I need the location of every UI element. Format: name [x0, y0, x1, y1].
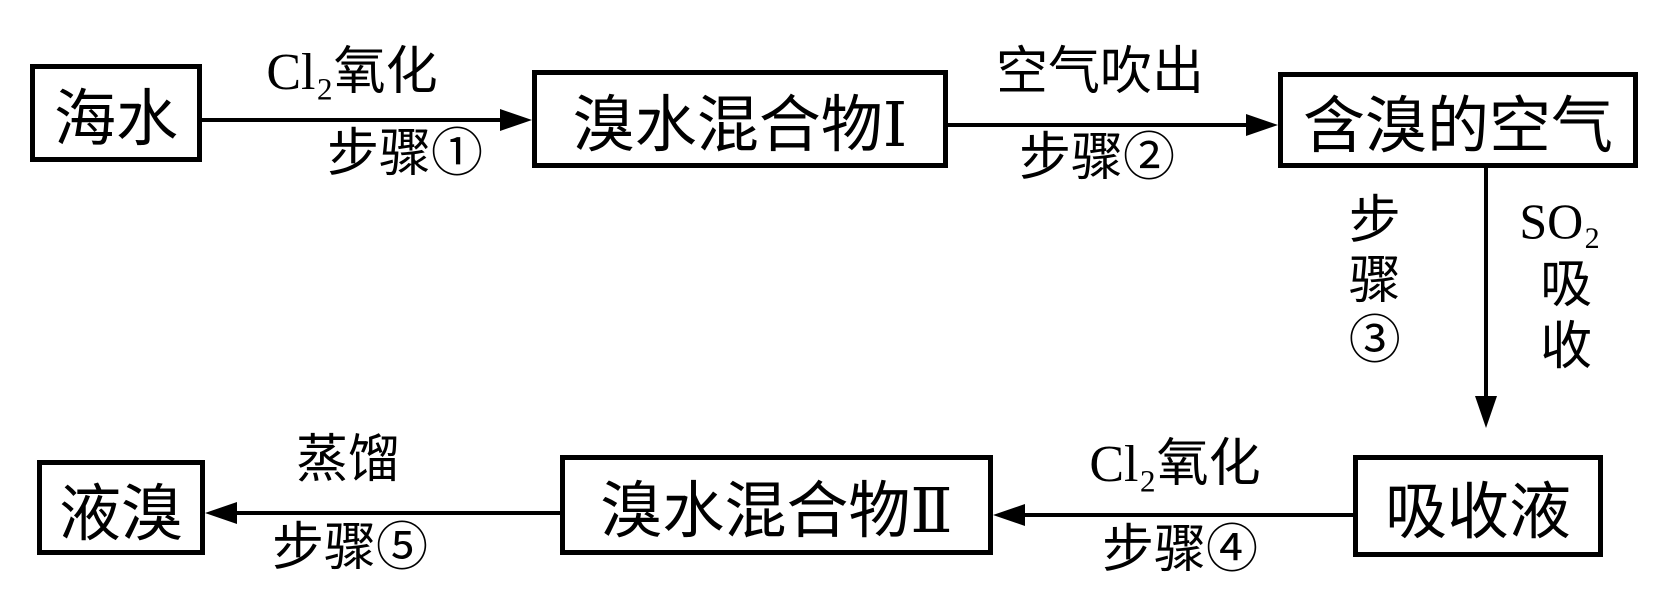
- step5-step-label: 步骤⑤: [271, 520, 428, 577]
- step3-arrow-line: [1484, 168, 1488, 398]
- step4-step-label: 步骤④: [1101, 522, 1258, 579]
- node-absorption-liquid: 吸收液: [1353, 455, 1603, 557]
- step1-step-label: 步骤①: [326, 126, 483, 183]
- step2-step-label: 步骤②: [1018, 130, 1175, 187]
- node-bromine-water-mixture-1: 溴水混合物Ⅰ: [532, 70, 948, 168]
- node-bromine-water-mixture-2-label: 溴水混合物Ⅱ: [600, 478, 953, 546]
- node-bromine-water-mixture-1-label: 溴水混合物Ⅰ: [572, 92, 908, 160]
- node-absorption-liquid-label: 吸收液: [1384, 479, 1571, 547]
- step3-arrowhead-down-icon: [1475, 396, 1497, 428]
- step3-step-label: 步骤③: [1340, 192, 1398, 372]
- node-bromine-containing-air: 含溴的空气: [1278, 72, 1638, 168]
- step4-process-label: Cl₂氧化: [1089, 436, 1261, 493]
- step1-arrow-line: [202, 118, 500, 122]
- step5-process-label: 蒸馏: [295, 432, 400, 489]
- node-bromine-water-mixture-2: 溴水混合物Ⅱ: [560, 455, 993, 555]
- step4-arrowhead-left-icon: [993, 504, 1025, 526]
- node-liquid-bromine-label: 液溴: [58, 480, 183, 549]
- step5-arrowhead-left-icon: [205, 502, 237, 524]
- step1-arrowhead-right-icon: [500, 109, 532, 131]
- node-liquid-bromine: 液溴: [37, 460, 205, 555]
- node-seawater-label: 海水: [53, 86, 178, 154]
- step4-arrow-line: [1025, 513, 1353, 517]
- node-seawater: 海水: [30, 64, 202, 162]
- step3-reagent-label: SO₂: [1519, 193, 1601, 249]
- step1-process-label: Cl₂氧化: [266, 44, 438, 101]
- step2-arrow-line: [948, 123, 1246, 127]
- step3-reagent-group: SO₂ 吸收: [1505, 192, 1615, 380]
- step3-action-label: 吸收: [1531, 256, 1589, 380]
- node-bromine-containing-air-label: 含溴的空气: [1302, 93, 1613, 161]
- step5-arrow-line: [237, 511, 560, 515]
- step2-arrowhead-right-icon: [1246, 114, 1278, 136]
- step2-process-label: 空气吹出: [995, 44, 1204, 101]
